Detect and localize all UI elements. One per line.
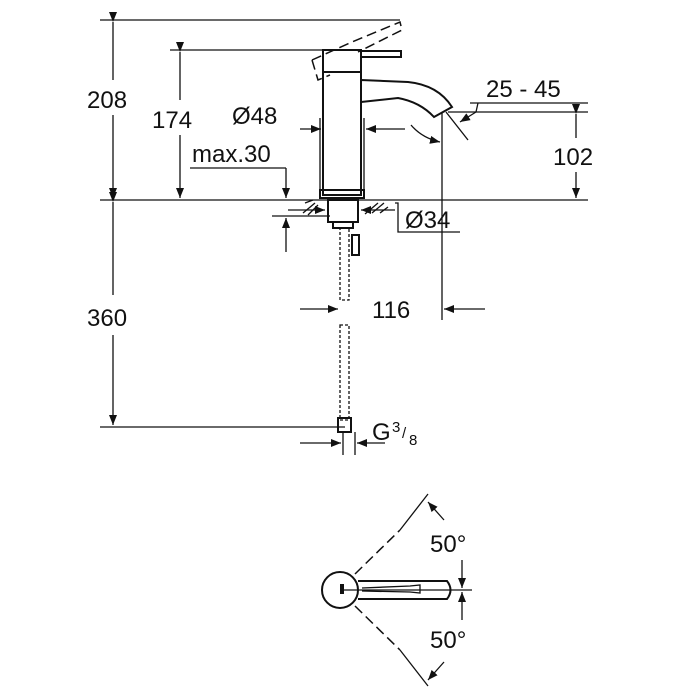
label-diameter-48: Ø48 [232, 103, 277, 130]
dimension-208: 208 [87, 12, 127, 198]
label-rotation-upper: 50° [430, 531, 466, 558]
dimension-thread: G 3 / 8 [300, 419, 417, 449]
dimension-174: 174 [152, 42, 192, 198]
deck-mount: Ø34 [288, 199, 460, 234]
faucet-top-view: 50° 50° [321, 493, 472, 687]
dimension-spout-angle: 25 - 45 [486, 76, 561, 103]
dimension-360: 360 [87, 192, 127, 425]
label-spout-angle: 25 - 45 [486, 76, 561, 103]
dimension-diameter-48: Ø48 [232, 103, 405, 192]
faucet-side-view [311, 20, 479, 199]
label-thread-numerator: 3 [392, 419, 400, 436]
label-174: 174 [152, 107, 192, 134]
label-max-30: max.30 [192, 141, 271, 168]
label-thread-g: G [372, 419, 391, 446]
fraction-slash: / [402, 425, 407, 442]
label-360: 360 [87, 305, 127, 332]
label-diameter-34: Ø34 [405, 207, 450, 234]
dimension-116: 116 [300, 297, 485, 324]
label-rotation-lower: 50° [430, 627, 466, 654]
dimension-max-30: max.30 [190, 141, 330, 252]
label-thread-denominator: 8 [409, 432, 417, 449]
label-208: 208 [87, 87, 127, 114]
label-102: 102 [553, 144, 593, 171]
label-116: 116 [372, 297, 410, 324]
dimension-102: 102 [553, 104, 593, 198]
supply-hose [337, 227, 360, 455]
